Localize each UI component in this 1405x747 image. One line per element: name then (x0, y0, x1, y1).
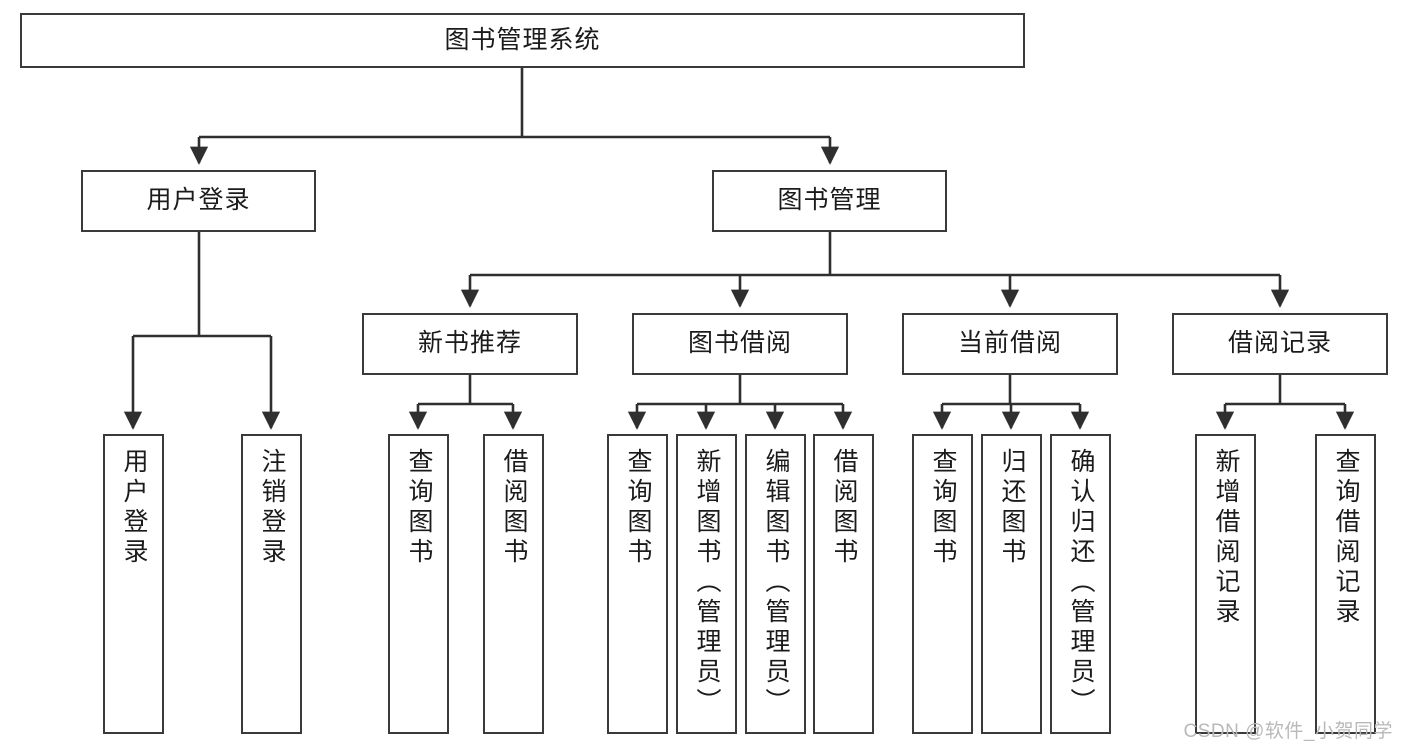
node-borrow-record-label: 借阅记录 (1227, 329, 1332, 358)
leaf-recommend-borrow-book-label: 借阅图书 (500, 448, 528, 568)
leaf-recommend-query-book[interactable]: 查询图书 (388, 434, 449, 734)
leaf-user-login[interactable]: 用户登录 (103, 434, 164, 734)
node-current-borrow[interactable]: 当前借阅 (902, 313, 1118, 375)
leaf-add-book-admin-label: 新增图书（管理员） (693, 448, 721, 718)
leaf-borrow-query-book-label: 查询图书 (624, 448, 652, 568)
leaf-return-book[interactable]: 归还图书 (981, 434, 1042, 734)
leaf-user-logout[interactable]: 注销登录 (241, 434, 302, 734)
node-new-book-recommend-label: 新书推荐 (417, 329, 522, 358)
node-borrow-record[interactable]: 借阅记录 (1172, 313, 1388, 375)
node-book-management[interactable]: 图书管理 (712, 170, 947, 232)
leaf-query-borrow-record[interactable]: 查询借阅记录 (1315, 434, 1376, 734)
leaf-confirm-return-admin[interactable]: 确认归还（管理员） (1050, 434, 1111, 734)
node-user-login[interactable]: 用户登录 (81, 170, 316, 232)
node-new-book-recommend[interactable]: 新书推荐 (362, 313, 578, 375)
leaf-add-book-admin[interactable]: 新增图书（管理员） (676, 434, 737, 734)
node-book-borrow-label: 图书借阅 (687, 329, 792, 358)
node-root-label: 图书管理系统 (444, 25, 601, 54)
watermark: CSDN @软件_小贺同学 (1183, 721, 1393, 742)
leaf-current-query-book[interactable]: 查询图书 (912, 434, 973, 734)
leaf-user-logout-label: 注销登录 (258, 448, 286, 568)
leaf-edit-book-admin[interactable]: 编辑图书（管理员） (745, 434, 806, 734)
leaf-return-book-label: 归还图书 (998, 448, 1026, 568)
leaf-user-login-label: 用户登录 (120, 448, 148, 568)
leaf-borrow-book-label: 借阅图书 (830, 448, 858, 568)
node-root[interactable]: 图书管理系统 (20, 13, 1025, 68)
leaf-edit-book-admin-label: 编辑图书（管理员） (762, 448, 790, 718)
leaf-query-borrow-record-label: 查询借阅记录 (1332, 448, 1360, 628)
leaf-add-borrow-record-label: 新增借阅记录 (1212, 448, 1240, 628)
node-book-management-label: 图书管理 (777, 186, 882, 215)
node-user-login-label: 用户登录 (146, 186, 251, 215)
leaf-recommend-query-book-label: 查询图书 (405, 448, 433, 568)
node-book-borrow[interactable]: 图书借阅 (632, 313, 848, 375)
leaf-confirm-return-admin-label: 确认归还（管理员） (1067, 448, 1095, 718)
leaf-borrow-query-book[interactable]: 查询图书 (607, 434, 668, 734)
leaf-recommend-borrow-book[interactable]: 借阅图书 (483, 434, 544, 734)
leaf-borrow-book[interactable]: 借阅图书 (813, 434, 874, 734)
node-current-borrow-label: 当前借阅 (957, 329, 1062, 358)
leaf-add-borrow-record[interactable]: 新增借阅记录 (1195, 434, 1256, 734)
leaf-current-query-book-label: 查询图书 (929, 448, 957, 568)
